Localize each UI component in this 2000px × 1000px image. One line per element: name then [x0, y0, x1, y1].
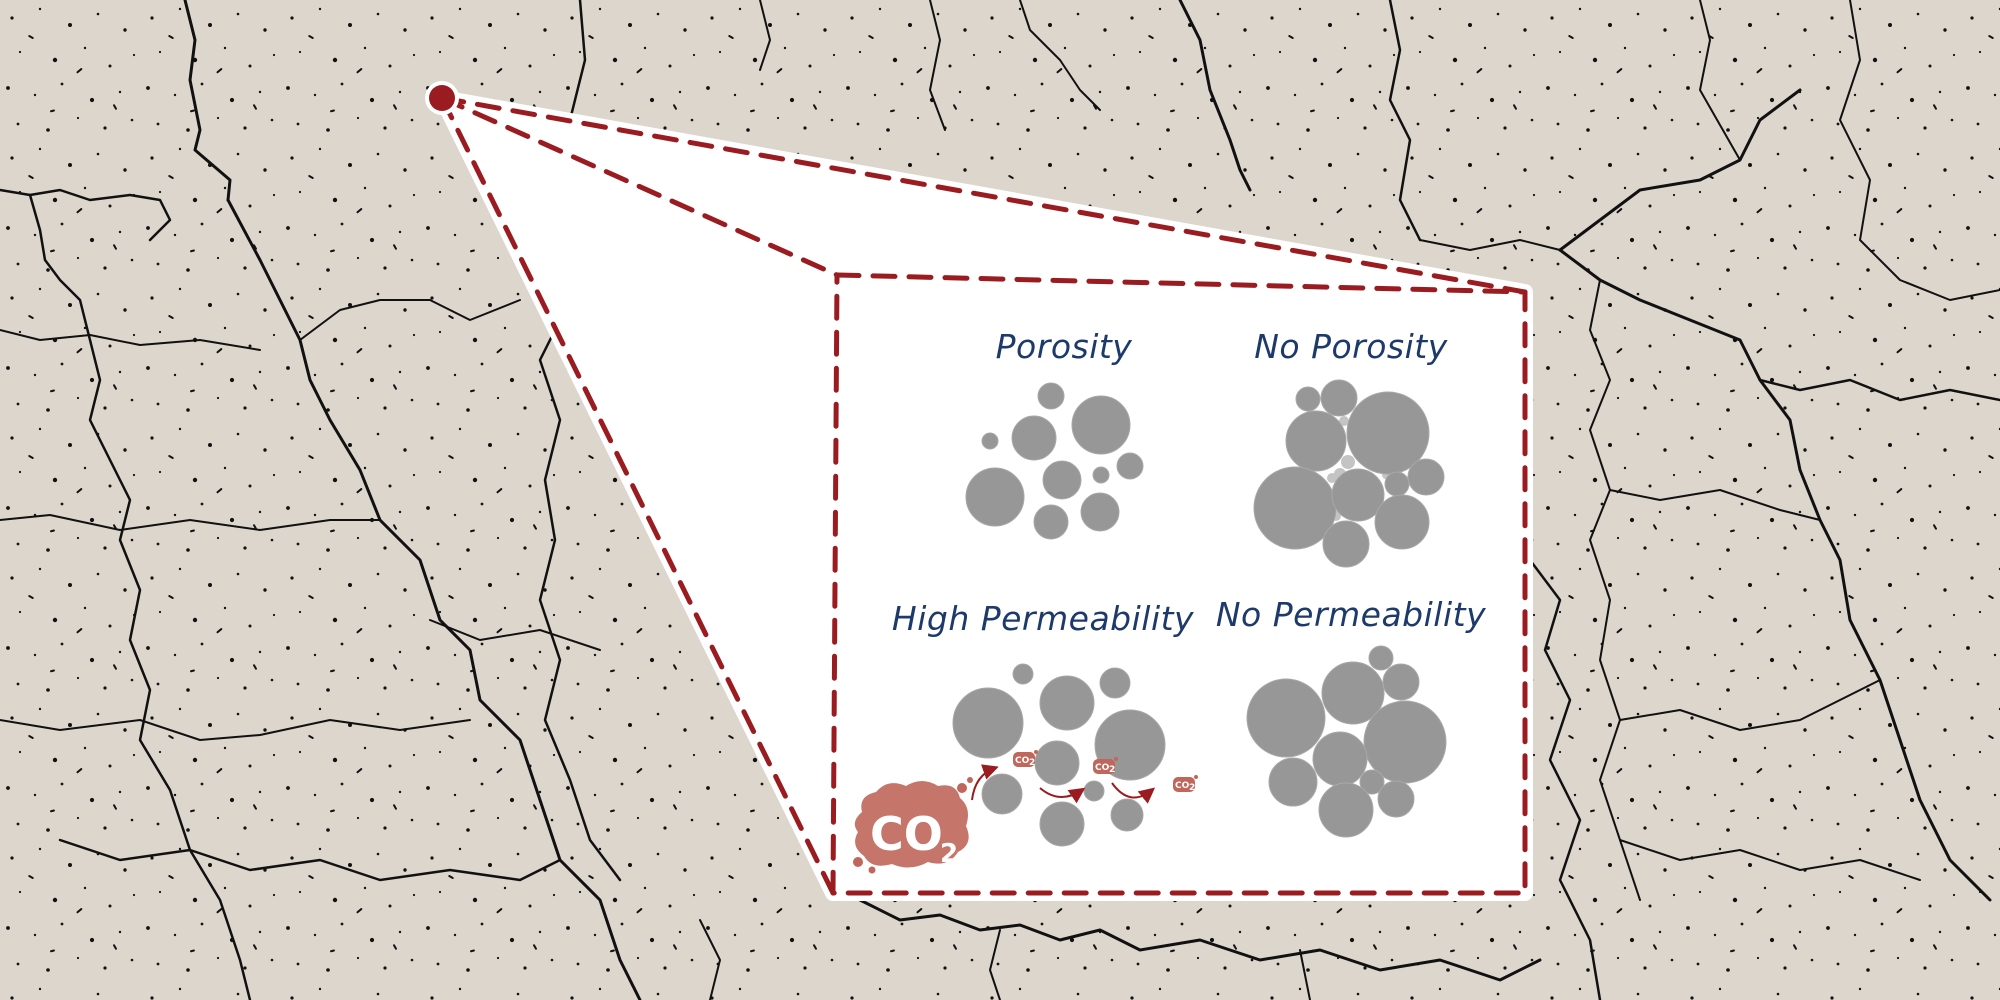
grain [1285, 410, 1347, 472]
co2-flow-arrow [1039, 787, 1086, 804]
grain [1246, 678, 1326, 758]
grain [1312, 731, 1368, 787]
grain [1042, 460, 1082, 500]
grain [1368, 645, 1394, 671]
panel-title-porosity: Porosity [996, 327, 1133, 366]
grain [1377, 780, 1415, 818]
grain [1346, 391, 1430, 475]
grain [1110, 798, 1144, 832]
grain [1092, 466, 1110, 484]
co2-source-cloud: CO2 [853, 777, 973, 874]
grain [1382, 663, 1420, 701]
grain [981, 773, 1023, 815]
filler-grain [1341, 455, 1355, 469]
grain [981, 432, 999, 450]
grain [1039, 801, 1085, 847]
grain [1331, 468, 1385, 522]
grain [1322, 520, 1370, 568]
grain [1320, 379, 1358, 417]
grain [1407, 458, 1445, 496]
panel-title-no-permeability: No Permeability [1216, 595, 1486, 634]
co2-flow-arrow [1111, 782, 1156, 804]
grain [1374, 494, 1430, 550]
co2-small-subscript: 2 [1109, 765, 1115, 775]
grain [1268, 757, 1318, 807]
co2-small-label: CO [1015, 756, 1030, 766]
callout-line-top [439, 95, 1528, 295]
grain [1033, 504, 1069, 540]
grain [1011, 415, 1057, 461]
grain [1359, 769, 1385, 795]
filler-grain [1339, 416, 1349, 426]
grain [1321, 661, 1385, 725]
co2-small-subscript: 2 [1189, 783, 1195, 793]
origin-dot [429, 85, 455, 111]
grain [1099, 667, 1131, 699]
grain [1012, 663, 1034, 685]
callout-line-left [439, 95, 836, 896]
grain [965, 467, 1025, 527]
co2-big-subscript: 2 [940, 839, 958, 869]
grain [1037, 382, 1065, 410]
panel-title-no-porosity: No Porosity [1254, 327, 1448, 366]
callout-line-middle [439, 95, 840, 278]
grain [1384, 471, 1410, 497]
grain [1071, 395, 1131, 455]
panel-no-permeability: No Permeability [1216, 595, 1486, 838]
co2-flow-arrow [971, 764, 999, 801]
panel-porosity: Porosity [965, 327, 1144, 540]
grain [1034, 740, 1080, 786]
filler-grain [1327, 473, 1337, 483]
grain [1116, 452, 1144, 480]
co2-small-label: CO [1095, 763, 1110, 773]
co2-small-subscript: 2 [1029, 758, 1035, 768]
panel-title-high-permeability: High Permeability [892, 599, 1194, 638]
co2-big-label: CO [870, 807, 943, 861]
grain [1080, 492, 1120, 532]
grain [1083, 780, 1105, 802]
grain [1039, 675, 1095, 731]
grain [1295, 386, 1321, 412]
grain [1318, 782, 1374, 838]
panel-no-porosity: No Porosity [1253, 327, 1448, 568]
grain [952, 687, 1024, 759]
co2-small-label: CO [1175, 781, 1190, 791]
